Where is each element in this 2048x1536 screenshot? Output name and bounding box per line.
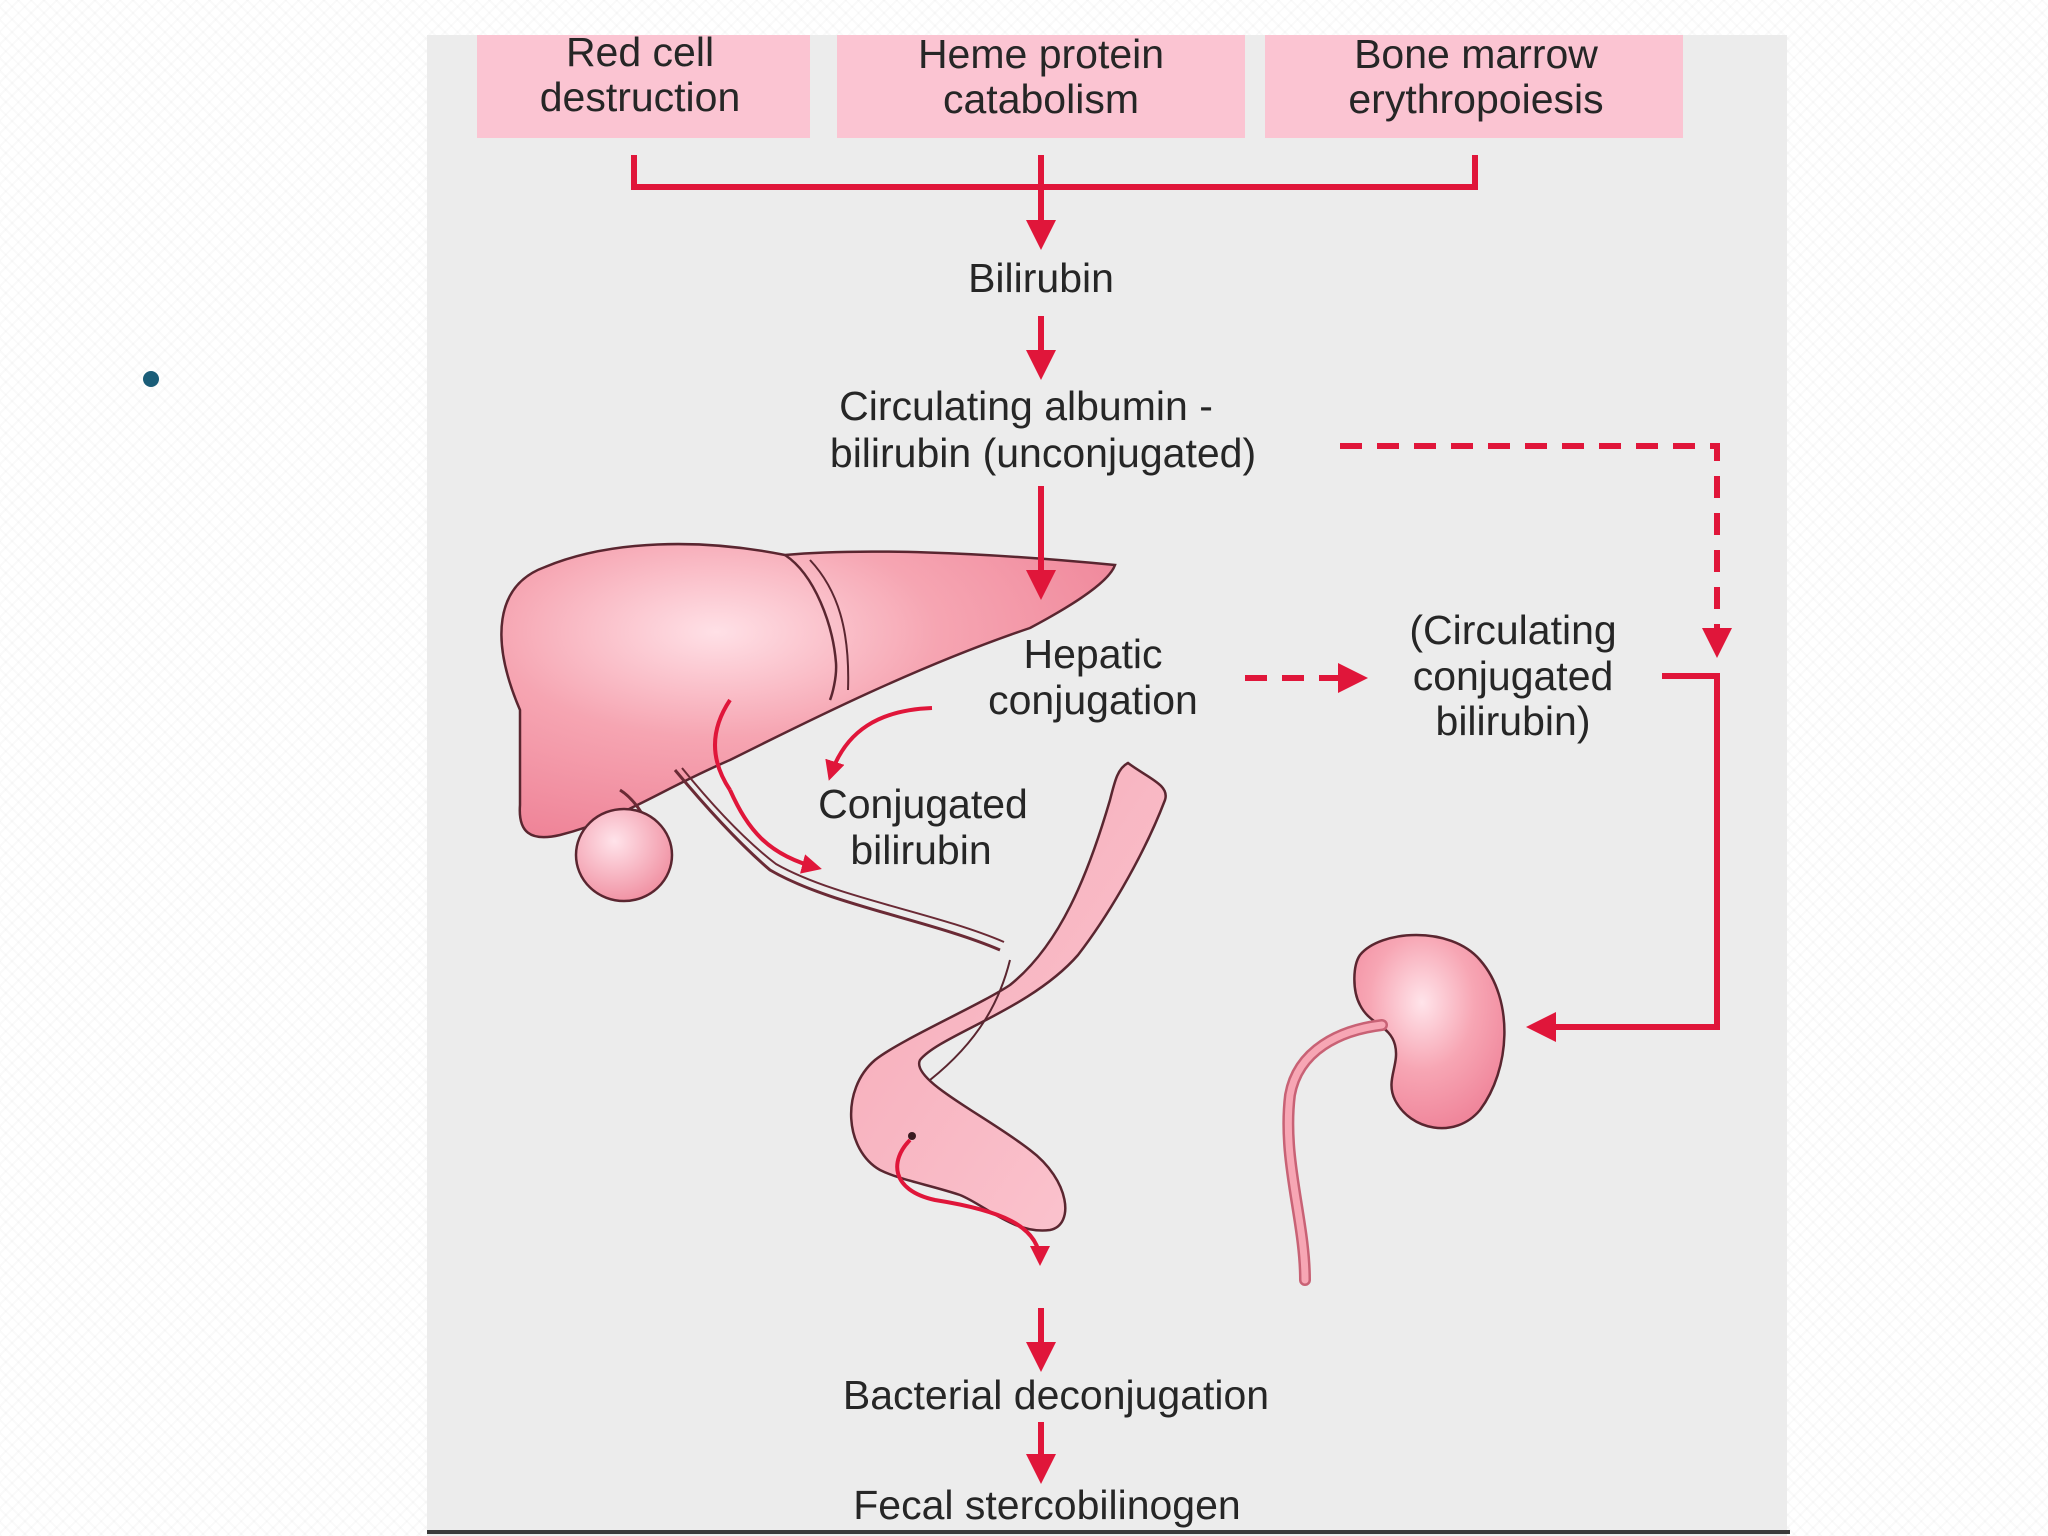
bile-duct-inner [681, 767, 1005, 943]
source-bone-marrow-line2: erythropoiesis [1348, 76, 1603, 122]
circulating-conjugated-line3: bilirubin) [1436, 698, 1591, 744]
source-red-cell-line1: Red cell [566, 29, 714, 75]
fecal-stercobilinogen-label: Fecal stercobilinogen [853, 1482, 1240, 1528]
bacterial-deconjugation-label: Bacterial deconjugation [843, 1372, 1269, 1418]
source-heme-protein-line2: catabolism [943, 76, 1139, 122]
gallbladder-icon [574, 788, 674, 903]
hepatic-conjugation-line2: conjugation [988, 677, 1198, 723]
kidney-icon [1282, 933, 1506, 1286]
arrow-circulating-to-kidney [1526, 673, 1720, 1042]
sources-bracket [631, 155, 1478, 190]
source-box-heme-protein [837, 35, 1245, 138]
conjugated-bilirubin-line1: Conjugated [818, 781, 1028, 827]
source-box-bone-marrow [1265, 35, 1683, 138]
source-bone-marrow-line1: Bone marrow [1354, 31, 1598, 77]
arrow-liver-to-conjugated [728, 789, 822, 874]
circulating-albumin-line2: bilirubin (unconjugated) [830, 430, 1256, 476]
bilirubin-label: Bilirubin [968, 255, 1114, 301]
arrow-gut-to-feces [895, 1138, 1050, 1266]
circulating-conjugated-line1: (Circulating [1409, 607, 1616, 653]
conjugated-bilirubin-line2: bilirubin [850, 827, 991, 873]
hepatic-conjugation-line1: Hepatic [1023, 631, 1162, 677]
dashed-arrow-to-circulating [1340, 443, 1732, 658]
arrow-hepatic-to-conjugated [825, 706, 933, 781]
bile-duct [673, 769, 1001, 952]
source-box-red-cell [477, 35, 810, 138]
source-heme-protein-line1: Heme protein [918, 31, 1164, 77]
source-red-cell-line2: destruction [540, 74, 741, 120]
circulating-albumin-line1: Circulating albumin - [839, 383, 1213, 429]
circulating-conjugated-line2: conjugated [1413, 653, 1614, 699]
slide-bullet [143, 371, 159, 387]
